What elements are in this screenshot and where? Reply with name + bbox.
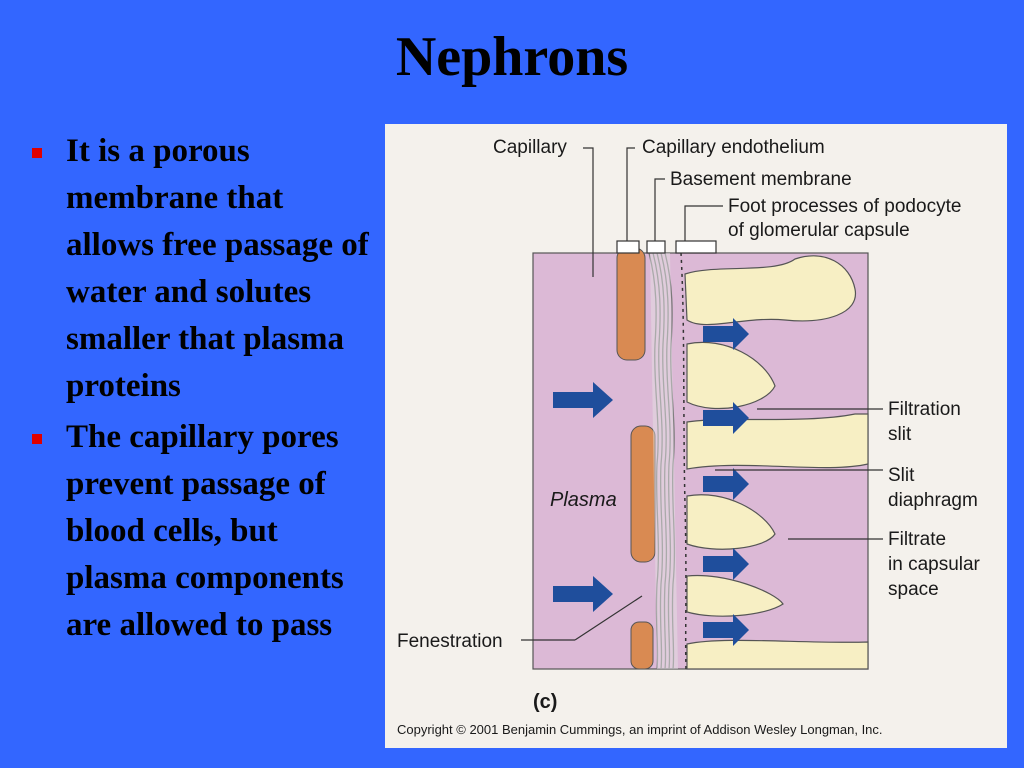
label-basement-membrane: Basement membrane (670, 169, 852, 190)
label-filtrate: Filtrate (888, 529, 946, 550)
flow-arrows (553, 318, 749, 646)
slide-title: Nephrons (395, 26, 629, 88)
flow-arrow (703, 402, 749, 434)
endothelial-cell (630, 425, 656, 563)
label-capillary-endothelium: Capillary endothelium (642, 137, 825, 158)
bullet-text: The capillary pores prevent passage of b… (66, 419, 344, 643)
basement-membrane (648, 252, 676, 670)
copyright-text: Copyright © 2001 Benjamin Cummings, an i… (397, 722, 883, 737)
bracket-endothelium (616, 240, 640, 254)
bracket-basement (646, 240, 666, 254)
label-slit-diaphragm: Slit (888, 465, 915, 486)
label-foot-processes: Foot processes of podocyte (728, 196, 961, 217)
flow-arrow (703, 614, 749, 646)
label-filtration-slit: Filtration (888, 399, 961, 420)
label-capillary: Capillary (493, 137, 567, 158)
bullet-square-icon (32, 434, 42, 444)
flow-arrow (703, 318, 749, 350)
basement-membrane-fill (650, 253, 678, 669)
bullet-item: It is a porous membrane that allows free… (28, 128, 378, 410)
label-filtrate: space (888, 579, 939, 600)
leader-lines (521, 147, 883, 641)
foot-process (686, 494, 776, 550)
bullet-text: It is a porous membrane that allows free… (66, 133, 369, 404)
label-plasma: Plasma (550, 489, 617, 511)
foot-process (686, 639, 869, 670)
bullet-item: The capillary pores prevent passage of b… (28, 414, 378, 649)
label-slit-diaphragm: diaphragm (888, 490, 978, 511)
filtration-membrane-diagram: Capillary Capillary endothelium Basement… (397, 137, 981, 737)
label-filtration-slit: slit (888, 424, 912, 445)
foot-process (686, 574, 784, 617)
bracket-foot-processes (675, 240, 717, 254)
bullet-square-icon (32, 148, 42, 158)
label-fenestration: Fenestration (397, 631, 503, 652)
endothelial-cell (616, 247, 646, 361)
endothelial-cell (630, 621, 654, 670)
bullet-list: It is a porous membrane that allows free… (28, 128, 378, 653)
panel-label: (c) (533, 691, 557, 713)
slit-diaphragm-line (680, 252, 687, 670)
flow-arrow (703, 468, 749, 500)
foot-processes (684, 255, 869, 670)
flow-arrow (553, 576, 613, 612)
nephron-diagram-figure: Capillary Capillary endothelium Basement… (385, 124, 1007, 748)
foot-process (686, 341, 776, 410)
layer-brackets (616, 240, 717, 254)
foot-process (684, 255, 856, 326)
label-foot-processes: of glomerular capsule (728, 220, 910, 241)
flow-arrow (553, 382, 613, 418)
label-filtrate: in capsular (888, 554, 981, 575)
flow-arrow (703, 548, 749, 580)
